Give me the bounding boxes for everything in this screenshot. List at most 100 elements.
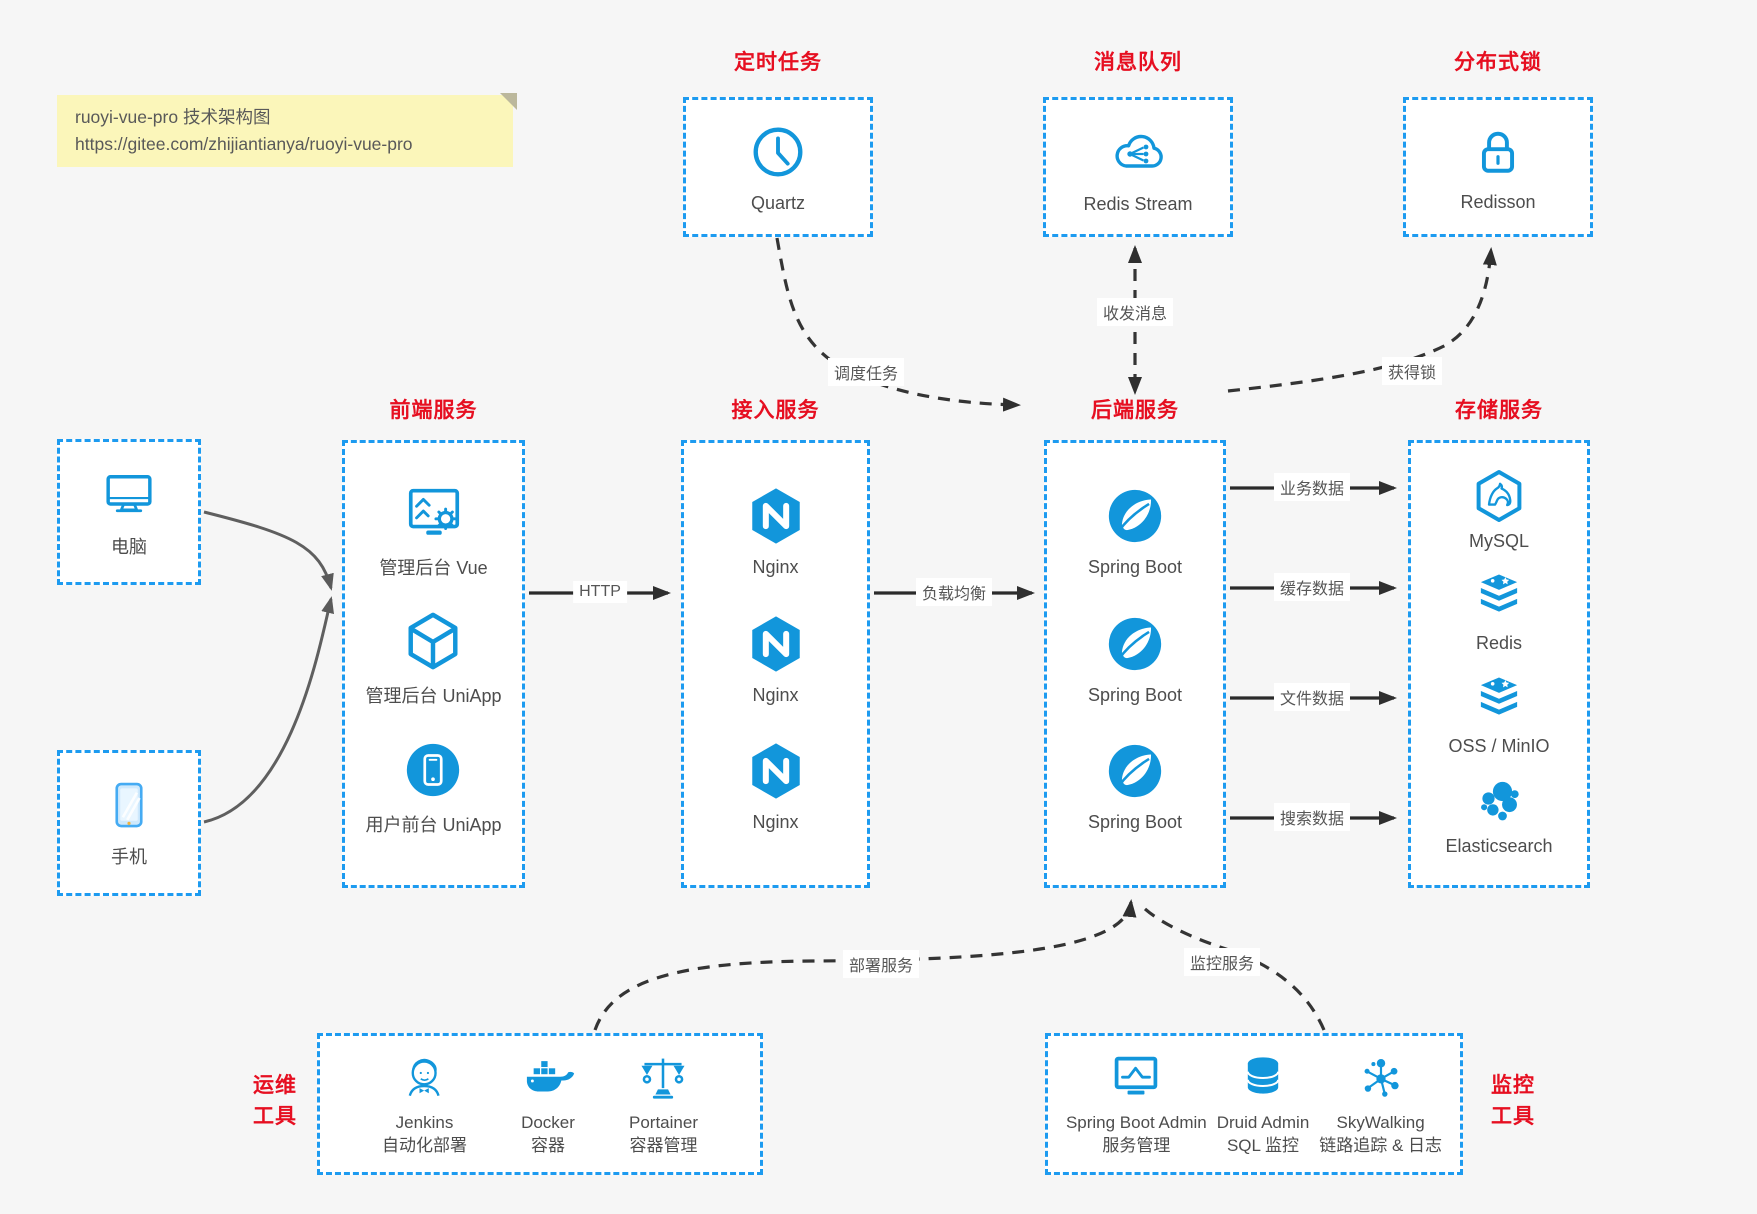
clock-icon bbox=[747, 121, 809, 183]
ops-tools-title-line2: 工具 bbox=[253, 1105, 297, 1128]
quartz-label: Quartz bbox=[750, 192, 806, 213]
sticky-note: ruoyi-vue-pro 技术架构图 https://gitee.com/zh… bbox=[57, 93, 517, 167]
frontend-item-label: 用户前台 UniApp bbox=[365, 814, 502, 835]
section-title-monitor-tools: 监控 工具 bbox=[1474, 1070, 1552, 1132]
ops-tools-box: Jenkins 自动化部署 Docker 容器 Portainer 容器管理 bbox=[317, 1033, 763, 1175]
jenkins-icon bbox=[398, 1051, 452, 1105]
frontend-item-label: 管理后台 Vue bbox=[379, 557, 488, 578]
edge-label-http: HTTP bbox=[573, 581, 627, 603]
skywalking-icon bbox=[1354, 1051, 1408, 1105]
uniapp-cube-icon bbox=[402, 610, 464, 672]
ops-item-name: Jenkins bbox=[395, 1113, 454, 1132]
edge-label-business-data: 业务数据 bbox=[1273, 473, 1351, 501]
storage-item-label: OSS / MinIO bbox=[1448, 735, 1550, 756]
ops-item-portainer: Portainer 容器管理 bbox=[629, 1051, 698, 1157]
section-title-storage: 存储服务 bbox=[1455, 399, 1543, 422]
ops-item-docker: Docker 容器 bbox=[521, 1051, 575, 1157]
gateway-item-label: Nginx bbox=[752, 811, 799, 832]
spring-boot-icon bbox=[1104, 613, 1166, 675]
backend-item: Spring Boot bbox=[1088, 613, 1182, 706]
wire-acquire-lock bbox=[1227, 247, 1497, 393]
redis-stream-label: Redis Stream bbox=[1083, 193, 1193, 214]
gateway-item-label: Nginx bbox=[752, 557, 799, 578]
storage-item-redis: Redis bbox=[1470, 569, 1528, 654]
redis-icon bbox=[1470, 569, 1528, 627]
monitor-item-skywalking: SkyWalking 链路追踪 & 日志 bbox=[1319, 1051, 1442, 1157]
redisson-label: Redisson bbox=[1460, 191, 1536, 212]
oss-minio-icon bbox=[1470, 672, 1528, 730]
monitor-item-desc: SQL 监控 bbox=[1226, 1136, 1300, 1155]
mysql-icon bbox=[1470, 467, 1528, 525]
docker-icon bbox=[521, 1051, 575, 1105]
section-title-message-queue: 消息队列 bbox=[1094, 51, 1182, 74]
frontend-box: 管理后台 Vue 管理后台 UniApp 用户前台 UniApp bbox=[342, 440, 525, 888]
lock-icon bbox=[1468, 122, 1528, 182]
storage-item-label: Elasticsearch bbox=[1445, 836, 1553, 857]
storage-item-oss-minio: OSS / MinIO bbox=[1448, 672, 1550, 757]
pc-client-label: 电脑 bbox=[111, 537, 147, 557]
backend-item-label: Spring Boot bbox=[1087, 811, 1183, 832]
storage-item-mysql: MySQL bbox=[1469, 467, 1529, 552]
edge-label-file-data: 文件数据 bbox=[1273, 683, 1351, 711]
ops-item-desc: 自动化部署 bbox=[382, 1136, 467, 1155]
frontend-item-admin-uniapp: 管理后台 UniApp bbox=[365, 610, 502, 708]
storage-box: MySQL Redis OSS / MinIO Elasticsearch bbox=[1408, 440, 1590, 888]
wire-pc-frontend bbox=[203, 510, 334, 591]
monitor-item-desc: 服务管理 bbox=[1102, 1136, 1171, 1155]
ops-item-desc: 容器 bbox=[530, 1136, 565, 1155]
desktop-icon bbox=[100, 465, 158, 523]
section-title-scheduled-jobs: 定时任务 bbox=[734, 51, 822, 74]
ops-item-desc: 容器管理 bbox=[629, 1136, 698, 1155]
edge-label-search-data: 搜索数据 bbox=[1273, 803, 1351, 831]
edge-label-cache-data: 缓存数据 bbox=[1273, 573, 1351, 601]
portainer-icon bbox=[636, 1051, 690, 1105]
note-title: ruoyi-vue-pro 技术架构图 bbox=[75, 107, 271, 127]
monitor-item-druid: Druid Admin SQL 监控 bbox=[1216, 1051, 1310, 1157]
frontend-item-label: 管理后台 UniApp bbox=[365, 686, 502, 706]
user-app-icon bbox=[402, 739, 464, 801]
gateway-item: Nginx bbox=[745, 485, 807, 578]
gateway-item: Nginx bbox=[745, 740, 807, 833]
druid-icon bbox=[1236, 1051, 1290, 1105]
spring-boot-icon bbox=[1104, 485, 1166, 547]
monitor-tools-title-line2: 工具 bbox=[1491, 1105, 1535, 1128]
edge-label-load-balance: 负载均衡 bbox=[915, 578, 993, 606]
frontend-item-user-uniapp: 用户前台 UniApp bbox=[365, 739, 502, 837]
storage-item-label: Redis bbox=[1475, 633, 1523, 654]
wire-phone-frontend bbox=[203, 596, 334, 824]
edge-label-schedule-job: 调度任务 bbox=[827, 358, 905, 386]
ops-item-name: Portainer bbox=[629, 1113, 698, 1132]
section-title-backend: 后端服务 bbox=[1091, 399, 1179, 422]
monitor-tools-box: Spring Boot Admin 服务管理 Druid Admin SQL 监… bbox=[1045, 1033, 1463, 1175]
smartphone-icon bbox=[101, 777, 157, 833]
pc-client-box: 电脑 bbox=[57, 439, 201, 585]
gateway-box: Nginx Nginx Nginx bbox=[681, 440, 870, 888]
elasticsearch-icon bbox=[1471, 774, 1527, 830]
edge-label-send-receive-message: 收发消息 bbox=[1096, 298, 1174, 326]
edge-label-deploy-service: 部署服务 bbox=[842, 950, 920, 978]
phone-client-box: 手机 bbox=[57, 750, 201, 896]
wire-monitor-service bbox=[1137, 901, 1326, 1031]
section-title-frontend: 前端服务 bbox=[389, 399, 478, 422]
monitor-item-name: Druid Admin bbox=[1216, 1113, 1310, 1132]
ops-item-name: Docker bbox=[521, 1113, 575, 1132]
spring-boot-admin-icon bbox=[1109, 1051, 1163, 1105]
gateway-item-label: Nginx bbox=[752, 684, 799, 705]
phone-client-label: 手机 bbox=[111, 847, 147, 867]
monitor-item-name: Spring Boot Admin bbox=[1065, 1113, 1207, 1132]
section-title-distributed-lock: 分布式锁 bbox=[1454, 51, 1542, 74]
ops-item-jenkins: Jenkins 自动化部署 bbox=[382, 1051, 467, 1157]
quartz-box: Quartz bbox=[683, 97, 873, 237]
monitor-item-spring-boot-admin: Spring Boot Admin 服务管理 bbox=[1066, 1051, 1207, 1157]
edge-label-monitor-service: 监控服务 bbox=[1183, 948, 1261, 976]
ops-tools-title-line1: 运维 bbox=[253, 1074, 297, 1097]
spring-boot-icon bbox=[1104, 740, 1166, 802]
nginx-icon bbox=[745, 740, 807, 802]
redisson-box: Redisson bbox=[1403, 97, 1593, 237]
section-title-ops-tools: 运维 工具 bbox=[236, 1070, 314, 1132]
storage-item-elasticsearch: Elasticsearch bbox=[1445, 774, 1553, 857]
backend-item-label: Spring Boot bbox=[1087, 684, 1183, 705]
section-title-gateway: 接入服务 bbox=[731, 399, 820, 422]
backend-item: Spring Boot bbox=[1088, 740, 1182, 833]
